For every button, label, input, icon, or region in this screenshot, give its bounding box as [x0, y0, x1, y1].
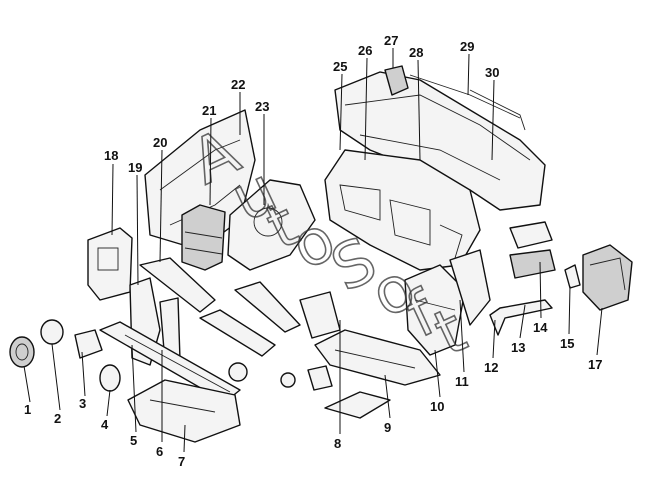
- callout-10: 10: [430, 399, 444, 414]
- callout-18: 18: [104, 148, 118, 163]
- battery-tray: [181, 204, 226, 271]
- callout-7: 7: [178, 454, 185, 469]
- skid-plate: [127, 379, 241, 443]
- callout-28: 28: [409, 45, 423, 60]
- cowl-top-panel: [334, 65, 546, 211]
- left-headlamp-panel: [87, 227, 133, 301]
- front-crossmember: [99, 321, 241, 403]
- callout-11: 11: [455, 374, 469, 389]
- callout-27: 27: [384, 33, 398, 48]
- callout-labels: 1 2 3 4 5 6 7 8 9 10 11 12 13 14 15 17 1…: [24, 33, 602, 469]
- callout-30: 30: [485, 65, 499, 80]
- callout-20: 20: [153, 135, 167, 150]
- callout-12: 12: [484, 360, 498, 375]
- callout-13: 13: [511, 340, 525, 355]
- callout-8: 8: [334, 436, 341, 451]
- callout-22: 22: [231, 77, 245, 92]
- callout-6: 6: [156, 444, 163, 459]
- callout-2: 2: [54, 411, 61, 426]
- callout-21: 21: [202, 103, 216, 118]
- callout-14: 14: [533, 320, 548, 335]
- callout-19: 19: [128, 160, 142, 175]
- callout-1: 1: [24, 402, 31, 417]
- callout-17: 17: [588, 357, 602, 372]
- front-rails: [129, 257, 216, 366]
- right-brackets: [489, 221, 581, 336]
- small-parts-left: [9, 319, 121, 392]
- front-bracket: [324, 391, 391, 419]
- callout-4: 4: [101, 417, 109, 432]
- callout-29: 29: [460, 39, 474, 54]
- firewall-panel: [324, 149, 481, 271]
- right-side-members: [404, 249, 491, 356]
- callout-26: 26: [358, 43, 372, 58]
- callout-3: 3: [79, 396, 86, 411]
- left-inner-fender: [144, 109, 256, 251]
- callout-25: 25: [333, 59, 347, 74]
- center-frame-members: [199, 281, 341, 391]
- floor-pan: [314, 329, 441, 386]
- callout-15: 15: [560, 336, 574, 351]
- callout-5: 5: [130, 433, 137, 448]
- callout-23: 23: [255, 99, 269, 114]
- strut-tower: [227, 179, 316, 271]
- relay-box: [582, 244, 633, 311]
- callout-9: 9: [384, 420, 391, 435]
- leader-lines: [23, 48, 603, 453]
